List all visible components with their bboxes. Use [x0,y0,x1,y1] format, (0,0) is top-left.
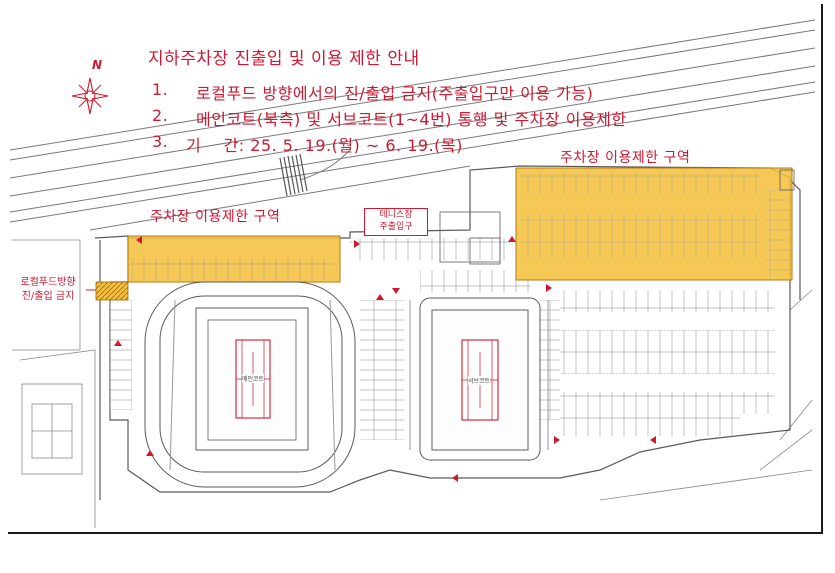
notice-item-2-number: 2. [152,106,169,125]
left-plots [12,239,96,528]
compass-north-label: N [92,58,103,72]
main-entrance-line1: 테니스장 [379,210,413,220]
notice-item-3-number: 3. [152,132,169,151]
notice-item-3-text: 기 간: 25. 5. 19.(월) ~ 6. 19.(목) [186,136,463,155]
parking-stalls [110,238,775,440]
main-entrance-line2: 주출입구 [379,222,413,232]
notice-title: 지하주차장 진출입 및 이용 제한 안내 [148,49,420,69]
traffic-arrows [114,236,656,482]
compass-rose-icon [71,77,109,115]
notice-item-1-number: 1. [152,80,169,99]
right-plots [599,289,813,501]
localfood-restriction-label: 로컬푸드방향 진/출입 금지 [10,276,86,304]
main-court-stadium [144,281,356,488]
blocked-entrance-hatch [95,281,129,301]
localfood-line1: 로컬푸드방향 [20,277,76,288]
restricted-zone-west [127,235,341,283]
road-lines [9,19,816,231]
main-entrance-label: 테니스장 주출입구 [364,208,428,236]
localfood-line2: 진/출입 금지 [21,291,75,302]
restricted-zone-west-label: 주차장 이용제한 구역 [150,209,281,225]
notice-item-1-text: 로컬푸드 방향에서의 진/출입 금지(주출입구만 이용 가능) [196,84,594,103]
restricted-zone-east [515,167,793,281]
entrance-rooms [439,169,795,265]
crosswalk [279,153,308,197]
sub-court-label: 서브코트 [468,376,491,385]
restricted-zone-east-label: 주차장 이용제한 구역 [560,150,691,166]
main-court-label: 메인코트 [242,374,265,383]
notice-item-2-text: 메인코트(북측) 및 서브코트(1~4번) 통행 및 주차장 이용제한 [196,110,627,129]
